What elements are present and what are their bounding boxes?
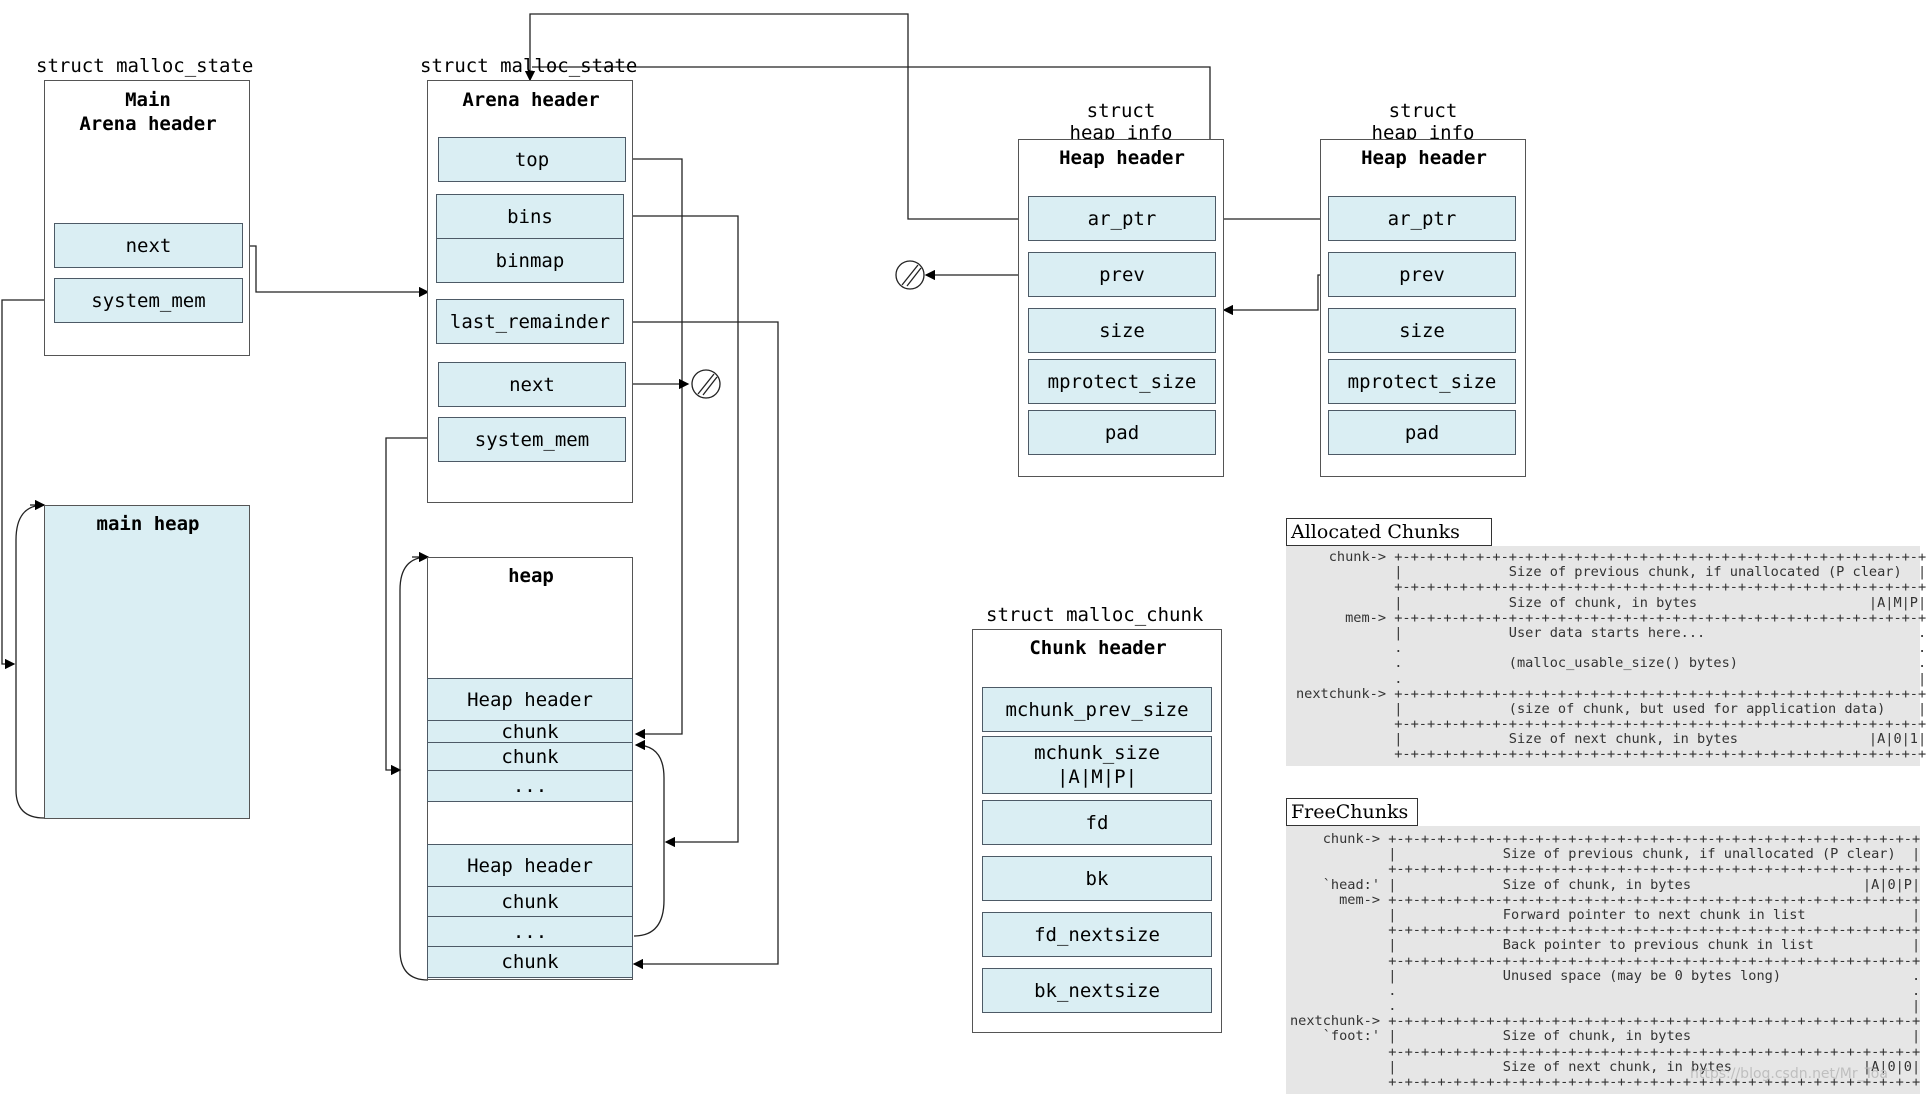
heap-info-1-field-mprotect-size: mprotect_size bbox=[1028, 359, 1216, 404]
watermark-text: https://blog.csdn.net/Mr_Toa bbox=[1690, 1066, 1888, 1082]
main-arena-struct-label: struct malloc_state bbox=[36, 55, 254, 77]
heap-bracket bbox=[399, 556, 429, 981]
heap-info-2-struct-label: struct heap_info bbox=[1371, 100, 1475, 144]
code-line: | Unused space (may be 0 bytes long) . bbox=[1290, 967, 1921, 984]
heap-info-2-field-mprotect-size: mprotect_size bbox=[1328, 359, 1516, 404]
heap-title: heap bbox=[508, 565, 554, 587]
prev-2-arrow bbox=[1222, 274, 1328, 316]
heap-row-chunk: chunk bbox=[427, 946, 633, 978]
free-chunks-code: chunk-> +-+-+-+-+-+-+-+-+-+-+-+-+-+-+-+-… bbox=[1286, 826, 1920, 1094]
code-line: nextchunk-> +-+-+-+-+-+-+-+-+-+-+-+-+-+-… bbox=[1296, 685, 1926, 702]
chunk-field-bk: bk bbox=[982, 856, 1212, 901]
code-line: +-+-+-+-+-+-+-+-+-+-+-+-+-+-+-+-+-+-+-+-… bbox=[1290, 861, 1921, 878]
malloc-chunk-title: Chunk header bbox=[1029, 637, 1167, 659]
main-heap-box: main heap bbox=[44, 505, 250, 819]
heap-info-1-field-pad: pad bbox=[1028, 410, 1216, 455]
heap-info-2-field-size: size bbox=[1328, 308, 1516, 353]
heap-row-chunk: chunk bbox=[427, 742, 633, 772]
bins-arrow bbox=[624, 215, 739, 848]
null-symbol-icon bbox=[691, 369, 721, 399]
heap-info-2-title: Heap header bbox=[1361, 147, 1487, 169]
heap-row-ellipsis: ... bbox=[427, 916, 633, 948]
code-line: `foot:' | Size of chunk, in bytes | bbox=[1290, 1028, 1921, 1045]
chunk-field-prev-size: mchunk_prev_size bbox=[982, 687, 1212, 732]
last-remainder-arrow bbox=[624, 321, 779, 970]
code-line: . | bbox=[1290, 998, 1921, 1015]
top-arrow bbox=[626, 158, 683, 740]
allocated-chunks-header: Allocated Chunks bbox=[1286, 518, 1492, 546]
main-arena-field-next: next bbox=[54, 223, 243, 268]
code-line: | User data starts here... . bbox=[1296, 624, 1926, 641]
heap-info-1-field-ar-ptr: ar_ptr bbox=[1028, 196, 1216, 241]
chunk-field-fd-nextsize: fd_nextsize bbox=[982, 912, 1212, 957]
code-line: chunk-> +-+-+-+-+-+-+-+-+-+-+-+-+-+-+-+-… bbox=[1296, 549, 1926, 565]
main-heap-bracket bbox=[15, 504, 45, 819]
arena-header-title: Arena header bbox=[462, 89, 600, 111]
arena-field-next: next bbox=[438, 362, 626, 407]
code-line: +-+-+-+-+-+-+-+-+-+-+-+-+-+-+-+-+-+-+-+-… bbox=[1296, 746, 1926, 763]
code-line: | Forward pointer to next chunk in list … bbox=[1290, 906, 1921, 923]
main-next-arrow bbox=[243, 245, 430, 298]
code-line: +-+-+-+-+-+-+-+-+-+-+-+-+-+-+-+-+-+-+-+-… bbox=[1296, 579, 1926, 596]
code-line: +-+-+-+-+-+-+-+-+-+-+-+-+-+-+-+-+-+-+-+-… bbox=[1296, 716, 1926, 733]
heap-row-heap-header: Heap header bbox=[427, 844, 633, 888]
code-line: . . bbox=[1290, 982, 1921, 999]
code-line: nextchunk-> +-+-+-+-+-+-+-+-+-+-+-+-+-+-… bbox=[1290, 1013, 1921, 1030]
code-line: +-+-+-+-+-+-+-+-+-+-+-+-+-+-+-+-+-+-+-+-… bbox=[1290, 922, 1921, 939]
heap-info-2-field-pad: pad bbox=[1328, 410, 1516, 455]
code-line: | Size of next chunk, in bytes |A|0|0| bbox=[1290, 1058, 1921, 1075]
heap-row-chunk: chunk bbox=[427, 720, 633, 744]
arena-field-last-remainder: last_remainder bbox=[436, 299, 624, 344]
code-line: . . bbox=[1296, 640, 1926, 657]
code-line: . (malloc_usable_size() bytes) . bbox=[1296, 655, 1926, 672]
system-mem-arrow bbox=[385, 437, 437, 776]
code-line: | Size of previous chunk, if unallocated… bbox=[1290, 846, 1921, 863]
main-heap-title: main heap bbox=[96, 513, 200, 535]
arena-field-top: top bbox=[438, 137, 626, 182]
heap-info-2-field-prev: prev bbox=[1328, 252, 1516, 297]
heap-info-1-title: Heap header bbox=[1059, 147, 1185, 169]
arena-field-system-mem: system_mem bbox=[438, 417, 626, 462]
chunk-chain-arrow bbox=[633, 739, 665, 937]
code-line: `head:' | Size of chunk, in bytes |A|0|P… bbox=[1290, 876, 1921, 893]
code-line: | Size of next chunk, in bytes |A|0|1| bbox=[1296, 731, 1926, 748]
arena-field-binmap: binmap bbox=[436, 238, 624, 283]
arena-field-bins: bins bbox=[436, 194, 624, 239]
code-line: | Size of previous chunk, if unallocated… bbox=[1296, 564, 1926, 581]
heap-row-chunk: chunk bbox=[427, 886, 633, 918]
code-line: mem-> +-+-+-+-+-+-+-+-+-+-+-+-+-+-+-+-+-… bbox=[1290, 891, 1921, 908]
heap-info-1-field-size: size bbox=[1028, 308, 1216, 353]
code-line: | (size of chunk, but used for applicati… bbox=[1296, 700, 1926, 717]
main-system-mem-arrow bbox=[1, 299, 54, 670]
heap-row-ellipsis: ... bbox=[427, 770, 633, 802]
code-line: mem-> +-+-+-+-+-+-+-+-+-+-+-+-+-+-+-+-+-… bbox=[1296, 609, 1926, 626]
code-line: | Back pointer to previous chunk in list… bbox=[1290, 937, 1921, 954]
ar-ptr-1-arrow bbox=[524, 13, 1028, 220]
heap-info-1-struct-label: struct heap_info bbox=[1069, 100, 1173, 144]
malloc-chunk-struct-label: struct malloc_chunk bbox=[986, 604, 1204, 626]
free-chunks-header: FreeChunks bbox=[1286, 798, 1418, 826]
main-arena-field-system-mem: system_mem bbox=[54, 278, 243, 323]
code-line: chunk-> +-+-+-+-+-+-+-+-+-+-+-+-+-+-+-+-… bbox=[1290, 831, 1921, 847]
null-symbol-icon bbox=[895, 260, 925, 290]
code-line: | Size of chunk, in bytes |A|M|P| bbox=[1296, 594, 1926, 611]
main-arena-title: Main Arena header bbox=[79, 89, 217, 135]
code-line: +-+-+-+-+-+-+-+-+-+-+-+-+-+-+-+-+-+-+-+-… bbox=[1290, 952, 1921, 969]
chunk-field-bk-nextsize: bk_nextsize bbox=[982, 968, 1212, 1013]
chunk-field-size: mchunk_size |A|M|P| bbox=[982, 736, 1212, 794]
heap-info-2-field-ar-ptr: ar_ptr bbox=[1328, 196, 1516, 241]
heap-info-1-field-prev: prev bbox=[1028, 252, 1216, 297]
chunk-field-fd: fd bbox=[982, 800, 1212, 845]
allocated-chunks-code: chunk-> +-+-+-+-+-+-+-+-+-+-+-+-+-+-+-+-… bbox=[1286, 546, 1926, 766]
code-line: +-+-+-+-+-+-+-+-+-+-+-+-+-+-+-+-+-+-+-+-… bbox=[1290, 1043, 1921, 1060]
arena-struct-label: struct malloc_state bbox=[420, 55, 638, 77]
heap-row-heap-header: Heap header bbox=[427, 678, 633, 722]
code-line: . | bbox=[1296, 670, 1926, 687]
code-line: +-+-+-+-+-+-+-+-+-+-+-+-+-+-+-+-+-+-+-+-… bbox=[1290, 1074, 1921, 1090]
